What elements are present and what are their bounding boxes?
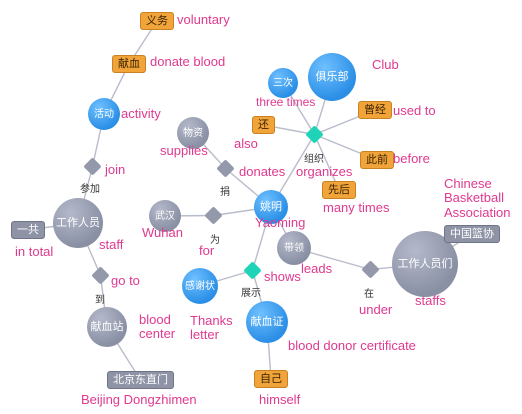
- tag-himself[interactable]: 自己: [254, 370, 288, 388]
- label-activity: activity: [121, 106, 161, 121]
- node-thanks-letter[interactable]: 感谢状: [182, 268, 218, 304]
- label-voluntary: voluntary: [177, 12, 230, 27]
- tag-voluntary[interactable]: 义务: [140, 12, 174, 30]
- label-in-total: in total: [15, 244, 54, 259]
- tag-dongzhimen[interactable]: 北京东直门: [107, 371, 174, 389]
- node-staff[interactable]: 工作人员: [53, 198, 103, 248]
- label-three-times: three times: [256, 95, 316, 109]
- label-thanks-letter: Thanks letter: [190, 313, 233, 343]
- label-used-to: used to: [393, 103, 436, 118]
- label-go-to: go to: [111, 273, 140, 288]
- label-organizes: organizes: [296, 164, 353, 179]
- tag-also[interactable]: 还: [252, 116, 275, 134]
- label-blood-center: blood center: [139, 312, 176, 342]
- zh-label-organizes: 组织: [304, 154, 324, 165]
- zh-label-go-to: 到: [95, 295, 105, 306]
- label-staffs: staffs: [415, 293, 446, 308]
- zh-label-join: 参加: [80, 184, 100, 195]
- tag-used-to[interactable]: 曾经: [358, 101, 392, 119]
- node-staffs[interactable]: 工作人员们: [392, 231, 458, 297]
- node-supplies[interactable]: 物资: [177, 117, 209, 149]
- zh-label-shows: 展示: [241, 288, 261, 299]
- tag-before[interactable]: 此前: [360, 151, 394, 169]
- label-join: join: [105, 162, 126, 177]
- label-supplies: supplies: [160, 143, 208, 158]
- node-activity[interactable]: 活动: [88, 98, 120, 130]
- label-club: Club: [372, 57, 399, 72]
- label-staff: staff: [99, 237, 124, 252]
- zh-label-for: 为: [210, 235, 220, 246]
- label-leads: leads: [301, 261, 333, 276]
- label-many-times: many times: [323, 200, 390, 215]
- tag-donate-blood[interactable]: 献血: [112, 55, 146, 73]
- label-under: under: [359, 302, 393, 317]
- node-yaoming[interactable]: 姚明: [254, 190, 288, 224]
- label-beijing-dongzhimen: Beijing Dongzhimen: [81, 392, 197, 407]
- label-before: before: [393, 151, 430, 166]
- node-blood-donor-certificate[interactable]: 献血证: [246, 301, 288, 343]
- label-himself: himself: [259, 392, 301, 407]
- tag-cba[interactable]: 中国篮协: [444, 225, 500, 243]
- label-wuhan: Wuhan: [142, 225, 183, 240]
- label-for: for: [199, 243, 215, 258]
- label-blood-donor-certificate: blood donor certificate: [288, 338, 416, 353]
- tag-in-total[interactable]: 一共: [11, 221, 45, 239]
- tag-many-times[interactable]: 先后: [322, 181, 356, 199]
- node-blood-center[interactable]: 献血站: [87, 307, 127, 347]
- node-leads[interactable]: 带领: [277, 231, 311, 265]
- label-yaoming: Yaoming: [255, 215, 306, 230]
- label-donates: donates: [239, 164, 286, 179]
- node-club[interactable]: 俱乐部: [308, 53, 356, 101]
- label-also: also: [234, 136, 258, 151]
- label-cba: Chinese Basketball Association: [444, 176, 511, 220]
- node-three-times[interactable]: 三次: [268, 68, 298, 98]
- label-donate-blood: donate blood: [150, 54, 226, 69]
- label-shows: shows: [264, 269, 301, 284]
- node-wuhan[interactable]: 武汉: [149, 200, 181, 232]
- zh-label-donates: 捐: [220, 187, 230, 198]
- edge-tag-many-times-to-diamond-organizes: [313, 134, 340, 191]
- zh-label-under: 在: [364, 289, 374, 300]
